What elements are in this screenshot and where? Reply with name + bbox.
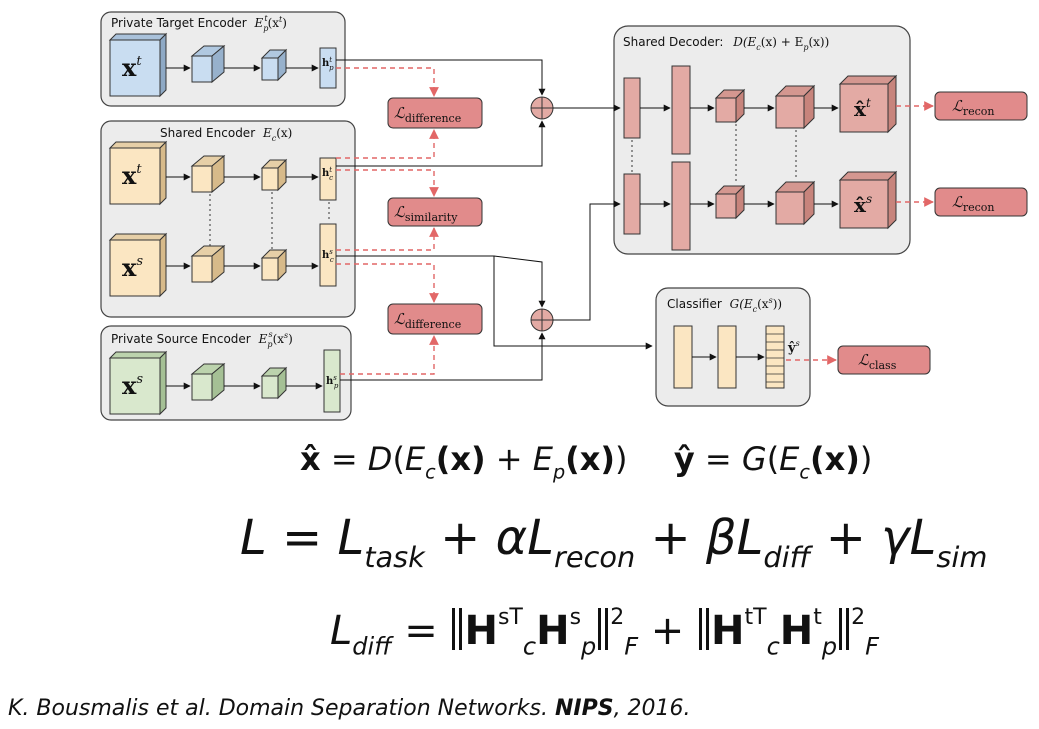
output-yhat-s: ŷs bbox=[787, 339, 800, 356]
private-target-encoder-title: Private Target Encoder Ept(xt) bbox=[111, 14, 287, 33]
loss-recon-bottom: ℒrecon bbox=[934, 187, 1028, 217]
classifier-layers bbox=[673, 325, 785, 389]
shared-encoder-cube-2-target bbox=[260, 158, 288, 192]
svg-text:ℒrecon: ℒrecon bbox=[952, 97, 994, 118]
decoder-layers bbox=[623, 65, 816, 251]
output-xhat-t: x̂t bbox=[838, 74, 898, 134]
loss-similarity: ℒsimilarity bbox=[387, 197, 483, 227]
citation-year: , 2016. bbox=[613, 696, 691, 721]
svg-text:htp: htp bbox=[322, 56, 334, 72]
sum-node-target bbox=[530, 96, 554, 120]
output-xhat-s: x̂s bbox=[838, 170, 898, 230]
source-encoder-cube-1 bbox=[190, 362, 226, 402]
svg-text:x̂s: x̂s bbox=[854, 192, 872, 217]
loss-recon-top: ℒrecon bbox=[934, 91, 1028, 121]
sum-node-source bbox=[530, 308, 554, 332]
svg-text:ℒclass: ℒclass bbox=[858, 351, 897, 372]
input-x-target: xt bbox=[108, 32, 168, 98]
private-source-encoder-title: Private Source Encoder Eps(xs) bbox=[111, 330, 293, 349]
source-encoder-cube-2 bbox=[260, 366, 288, 400]
svg-text:htc: htc bbox=[322, 166, 333, 182]
svg-text:ℒsimilarity: ℒsimilarity bbox=[394, 203, 458, 224]
shared-encoder-cube-2-source bbox=[260, 248, 288, 282]
shared-encoder-cube-1-source bbox=[190, 244, 226, 284]
classifier-title: Classifier G(Ec(xs)) bbox=[667, 296, 782, 314]
loss-difference-top: ℒdifference bbox=[387, 97, 483, 129]
svg-text:xt: xt bbox=[122, 53, 142, 82]
loss-class: ℒclass bbox=[837, 345, 931, 375]
equation-total-loss: L = Ltask + αLrecon + βLdiff + γLsim bbox=[240, 510, 988, 574]
shared-encoder-cube-1-target bbox=[190, 154, 226, 194]
svg-text:ℒdifference: ℒdifference bbox=[394, 104, 461, 125]
input-x-source-private: xs bbox=[108, 350, 168, 416]
equation-reconstruction-prediction: x̂ = D(Ec(x) + Ep(x)) ŷ = G(Ec(x)) bbox=[300, 440, 873, 484]
shared-encoder-title: Shared Encoder Ec(x) bbox=[160, 126, 292, 143]
citation-venue: NIPS bbox=[554, 696, 614, 721]
svg-text:xs: xs bbox=[122, 253, 143, 282]
svg-text:hsp: hsp bbox=[326, 374, 339, 390]
target-encoder-cube-2 bbox=[260, 48, 288, 82]
input-x-target-shared: xt bbox=[108, 140, 168, 206]
svg-text:xs: xs bbox=[122, 371, 143, 400]
decoder-arrows bbox=[640, 104, 839, 208]
svg-text:hsc: hsc bbox=[322, 248, 334, 264]
classifier-output-stripes bbox=[766, 333, 784, 383]
connection-lines bbox=[336, 59, 653, 381]
input-x-source-shared: xs bbox=[108, 232, 168, 298]
svg-text:ℒdifference: ℒdifference bbox=[394, 310, 461, 331]
svg-text:x̂t: x̂t bbox=[854, 96, 871, 121]
svg-text:ℒrecon: ℒrecon bbox=[952, 193, 994, 214]
citation: K. Bousmalis et al. Domain Separation Ne… bbox=[8, 696, 691, 721]
loss-dashed-connections bbox=[336, 67, 934, 375]
loss-difference-bottom: ℒdifference bbox=[387, 303, 483, 335]
shared-decoder-title: Shared Decoder: D(Ec(x) + Ep(x)) bbox=[623, 35, 829, 52]
svg-text:xt: xt bbox=[122, 161, 142, 190]
target-encoder-cube-1 bbox=[190, 44, 226, 84]
decoder-dotted-links bbox=[631, 124, 797, 184]
encoder-arrows bbox=[166, 64, 323, 390]
citation-authors: K. Bousmalis et al. Domain Separation Ne… bbox=[8, 696, 555, 721]
equation-difference-loss: Ldiff = HsTcHsp2F + HtTcHtp2F bbox=[330, 605, 879, 661]
